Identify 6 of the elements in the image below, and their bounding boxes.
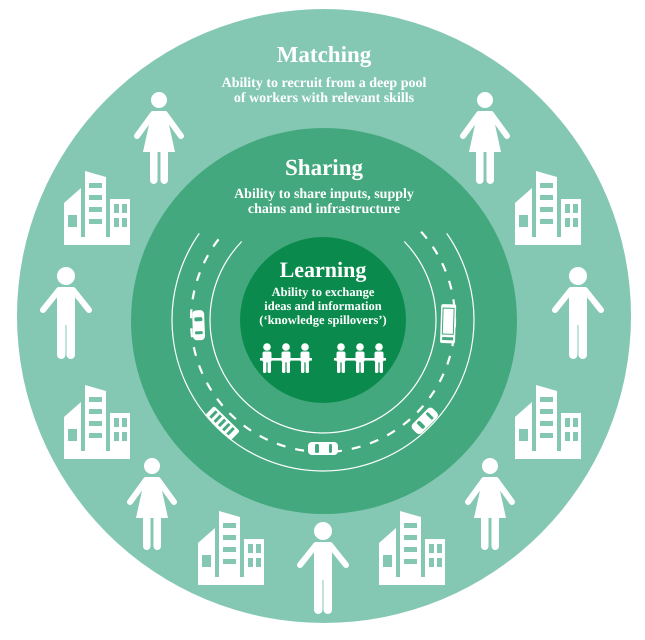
section-description: Ability to recruit from a deep pool of workers with relevant skills — [220, 76, 428, 106]
section-description: Ability to share inputs, supply chains and infrastructure — [233, 187, 415, 217]
section-heading: Matching — [276, 42, 372, 68]
section-heading: Sharing — [285, 155, 363, 181]
section-heading: Learning — [280, 257, 366, 283]
section-description: Ability to exchange ideas and information (‘knowledge spillovers’) — [258, 285, 388, 327]
